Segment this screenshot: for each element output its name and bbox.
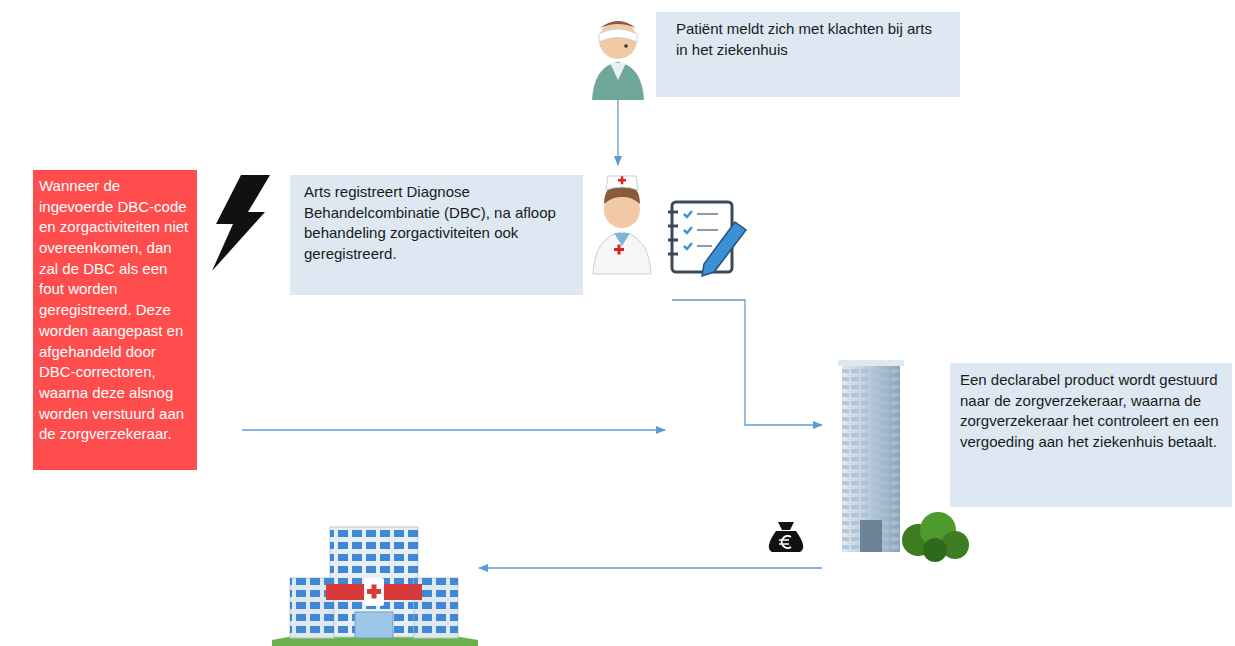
step-box: Patiënt meldt zich met klachten bij arts… xyxy=(656,12,960,97)
step-box: Een declarabel product wordt gestuurd na… xyxy=(950,363,1232,507)
box-text: Een declarabel product wordt gestuurd na… xyxy=(960,370,1224,453)
notepad-icon xyxy=(668,202,746,276)
box-text: Arts registreert Diagnose Behandelcombin… xyxy=(304,182,571,265)
patient-icon xyxy=(592,21,644,100)
hospital-building xyxy=(272,527,478,646)
payment-arrow xyxy=(479,567,822,568)
money-bag-icon xyxy=(769,522,803,552)
box-text: Patiënt meldt zich met klachten bij arts… xyxy=(676,19,946,60)
flow-arrow xyxy=(672,300,822,425)
error-box: Wanneer de ingevoerde DBC-code en zorgac… xyxy=(33,170,197,470)
box-text: Wanneer de ingevoerde DBC-code en zorgac… xyxy=(39,176,192,445)
doctor-icon xyxy=(593,176,651,274)
flow-arrow xyxy=(242,429,665,430)
lightning-icon xyxy=(212,175,270,271)
step-box: Arts registreert Diagnose Behandelcombin… xyxy=(290,175,583,295)
flow-arrow xyxy=(617,100,618,165)
